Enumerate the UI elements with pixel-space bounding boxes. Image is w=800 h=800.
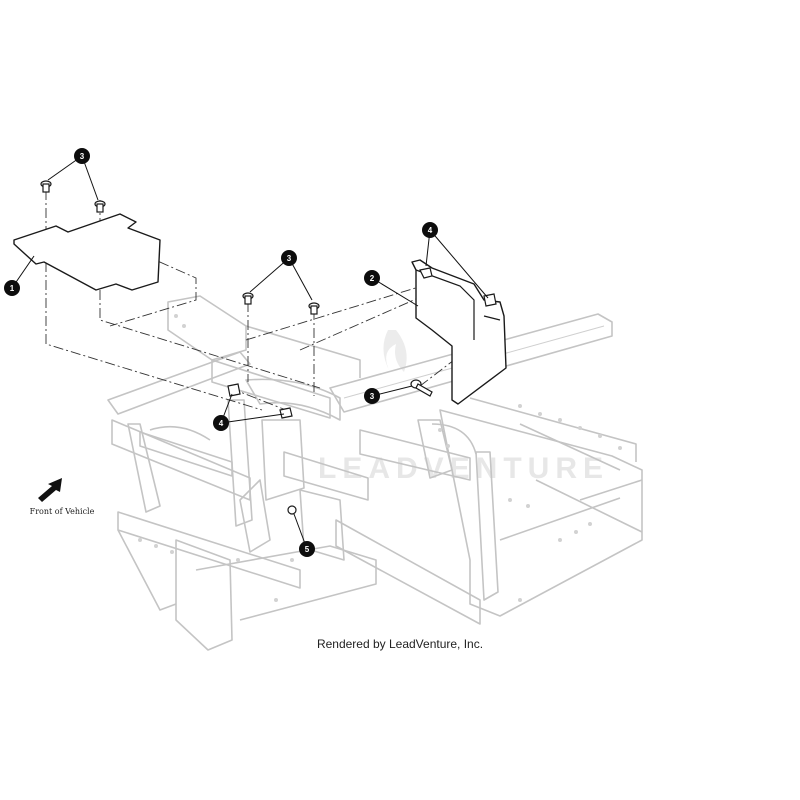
part-2-shield [411,259,507,405]
frame-upper-rail [329,313,613,413]
frame-rear-section [439,409,643,617]
watermark: LEADVENTURE [318,330,609,485]
bolt-icon [410,379,433,397]
clip-icon [227,383,241,397]
frame-lower-rail [335,519,481,625]
part-4-clips [227,267,497,419]
bolt-icon [242,292,254,305]
callout-number: 4 [428,226,433,235]
callout: 3 [281,250,297,266]
frame-front-crossbar [107,351,251,415]
callout: 3 [364,388,380,404]
watermark-text: LEADVENTURE [318,452,609,485]
render-credit: Rendered by LeadVenture, Inc. [316,637,484,651]
callout-number: 1 [10,284,15,293]
callout: 1 [4,280,20,296]
callout: 3 [74,148,90,164]
orientation-label: Front of Vehicle [29,507,95,516]
watermark-flame-logo [383,330,407,372]
part-5-nut [287,505,297,515]
part-1-plate [13,213,161,291]
front-arrow-icon [38,478,62,502]
part-3-bolts [40,180,433,397]
callout: 4 [213,415,229,431]
callout: 2 [364,270,380,286]
frame-front-upright-left [127,423,161,513]
bolt-icon [40,180,52,193]
bolt-icon [94,200,106,213]
callout-number: 3 [287,254,292,263]
callout: 5 [299,541,315,557]
frame-rear-upright [475,451,499,601]
callout-number: 2 [370,274,375,283]
frame-lower-front-crossmember [117,511,301,589]
clip-icon [279,407,293,419]
frame-front-upper-bracket [167,295,247,361]
vehicle-frame [107,295,643,651]
callout-number: 4 [219,419,224,428]
clip-icon [419,267,433,279]
frame-front-upright-mid [227,399,253,527]
callout-number: 5 [305,545,310,554]
callout: 4 [422,222,438,238]
callout-number: 3 [370,392,375,401]
frame-front-foot [175,539,233,651]
bolt-icon [308,302,320,315]
callout-number: 3 [80,152,85,161]
frame-holes [138,314,622,602]
